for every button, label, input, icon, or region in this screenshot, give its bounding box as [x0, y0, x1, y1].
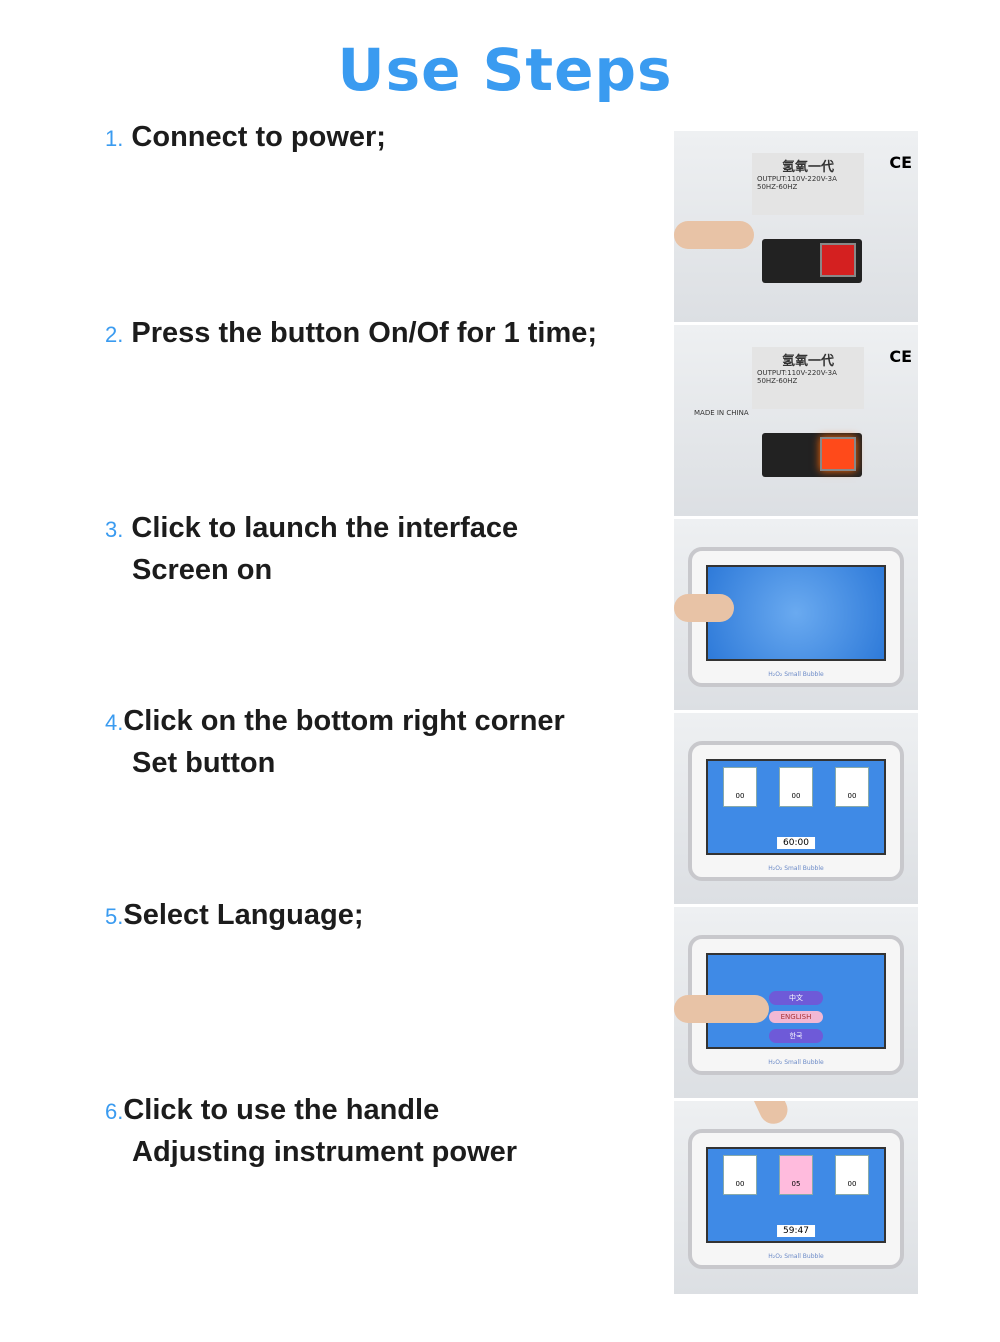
photo-settings-screen: 00 00 00 60:00 H₂O₂ Small Bubble [674, 713, 918, 904]
photo-handle-power: 00 05 00 59:47 H₂O₂ Small Bubble [674, 1101, 918, 1294]
timer-display: 60:00 [777, 837, 815, 849]
label-output: OUTPUT:110V-220V-3A [757, 175, 837, 183]
screen-splash [706, 565, 886, 661]
lang-option: 한국 [769, 1029, 823, 1043]
step-5: 5.Select Language; [105, 895, 363, 937]
step-text-line2: Set button [132, 747, 276, 779]
step-text-line2: Screen on [132, 554, 273, 586]
handle-counter: 00 [835, 767, 869, 807]
step-text-line2: Adjusting instrument power [132, 1136, 518, 1168]
step-text: Connect to power; [131, 121, 386, 153]
label-output: OUTPUT:110V-220V-3A [757, 369, 837, 377]
power-switch-icon [820, 243, 856, 277]
step-text: Click on the bottom right corner [123, 705, 565, 737]
finger-icon [743, 1101, 793, 1129]
brand-text: H₂O₂ Small Bubble [768, 865, 824, 872]
handle-counter: 00 [835, 1155, 869, 1195]
step-2: 2. Press the button On/Of for 1 time; [105, 313, 597, 355]
step-number: 4. [105, 710, 124, 735]
step-number: 1. [105, 126, 124, 151]
step-number: 2. [105, 322, 124, 347]
handle-counter: 00 [779, 767, 813, 807]
lang-option-selected: ENGLISH [769, 1011, 823, 1023]
timer-display: 59:47 [777, 1225, 815, 1237]
power-switch-lit-icon [820, 437, 856, 471]
label-cn: 氢氧一代 [781, 354, 834, 369]
step-text: Click to use the handle [123, 1094, 440, 1126]
brand-text: H₂O₂ Small Bubble [768, 671, 824, 678]
step-text: Press the button On/Of for 1 time; [131, 317, 598, 349]
device-screen: 00 05 00 59:47 H₂O₂ Small Bubble [688, 1129, 904, 1269]
finger-icon [674, 594, 734, 622]
handle-counter: 05 [779, 1155, 813, 1195]
screen-menu: 00 05 00 59:47 [706, 1147, 886, 1243]
brand-text: H₂O₂ Small Bubble [768, 1059, 824, 1066]
step-number: 3. [105, 517, 124, 542]
screen-language: 中文 ENGLISH 한국 [706, 953, 886, 1049]
ce-mark: CE [889, 153, 912, 172]
label-freq: 50HZ-60HZ [757, 377, 798, 385]
photo-screen-on: H₂O₂ Small Bubble [674, 519, 918, 710]
handle-counter: 00 [723, 767, 757, 807]
page-title: Use Steps [337, 36, 673, 104]
step-text: Click to launch the interface [131, 512, 519, 544]
step-number: 6. [105, 1099, 124, 1124]
finger-icon [674, 221, 754, 249]
lang-option: 中文 [769, 991, 823, 1005]
finger-icon [674, 995, 769, 1023]
step-1: 1. Connect to power; [105, 117, 386, 159]
handle-counter: 00 [723, 1155, 757, 1195]
device-screen: 00 00 00 60:00 H₂O₂ Small Bubble [688, 741, 904, 881]
brand-text: H₂O₂ Small Bubble [768, 1253, 824, 1260]
step-text: Select Language; [123, 899, 364, 931]
label-cn: 氢氧一代 [781, 160, 834, 175]
screen-menu: 00 00 00 60:00 [706, 759, 886, 855]
step-number: 5. [105, 904, 124, 929]
photo-language-select: 中文 ENGLISH 한국 H₂O₂ Small Bubble [674, 907, 918, 1098]
label-freq: 50HZ-60HZ [757, 183, 798, 191]
made-in-label: MADE IN CHINA [694, 409, 749, 417]
ce-mark: CE [889, 347, 912, 366]
